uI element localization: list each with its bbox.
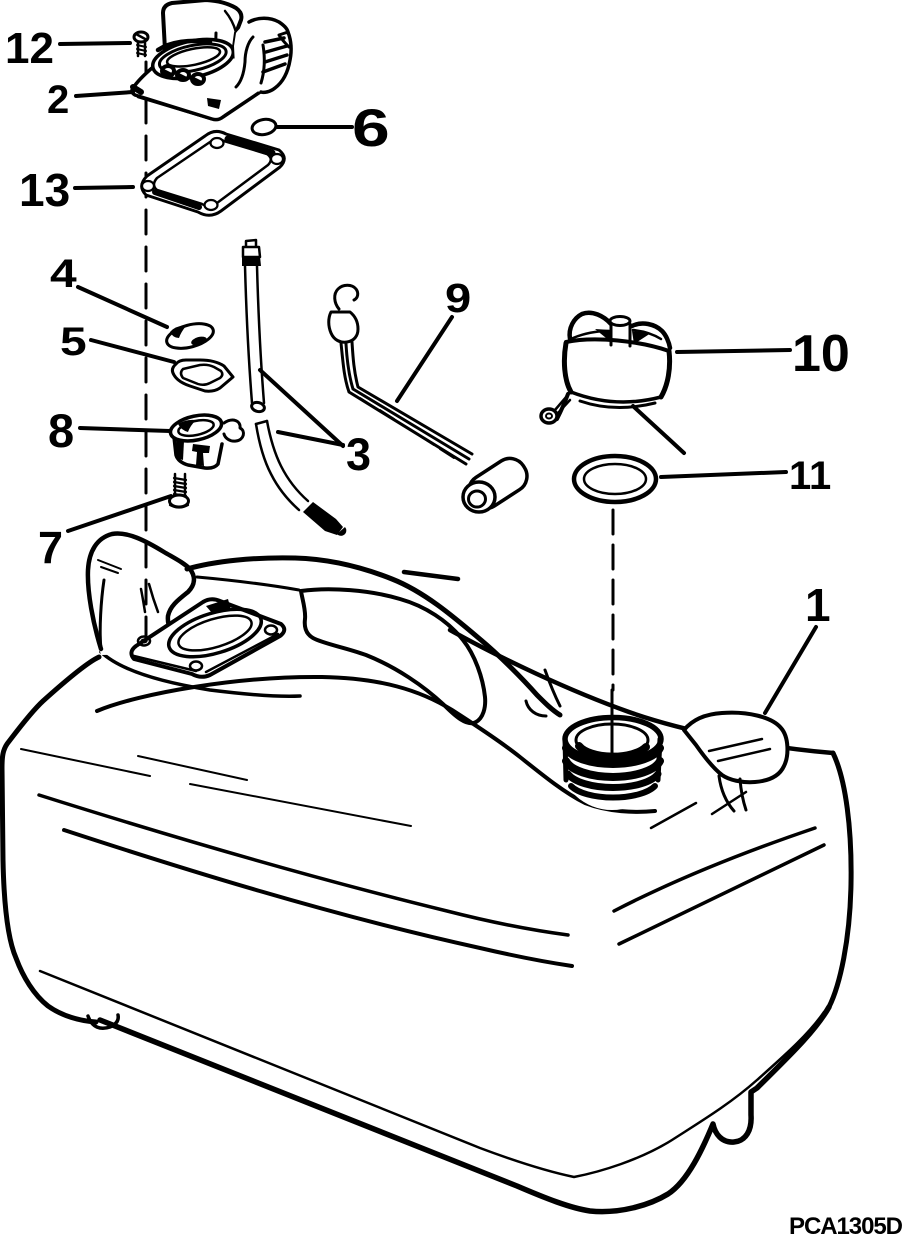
- svg-text:3: 3: [346, 429, 371, 480]
- svg-text:2: 2: [47, 78, 69, 122]
- svg-text:10: 10: [792, 325, 850, 383]
- svg-text:4: 4: [50, 252, 77, 296]
- svg-text:7: 7: [38, 522, 63, 573]
- svg-text:PCA1305D: PCA1305D: [789, 1213, 903, 1236]
- svg-text:11: 11: [789, 454, 831, 498]
- svg-text:8: 8: [48, 404, 74, 457]
- svg-text:6: 6: [352, 98, 390, 157]
- svg-text:12: 12: [5, 24, 54, 73]
- svg-text:5: 5: [60, 320, 87, 364]
- svg-text:13: 13: [19, 164, 70, 216]
- svg-text:9: 9: [445, 276, 471, 321]
- svg-text:1: 1: [805, 579, 831, 631]
